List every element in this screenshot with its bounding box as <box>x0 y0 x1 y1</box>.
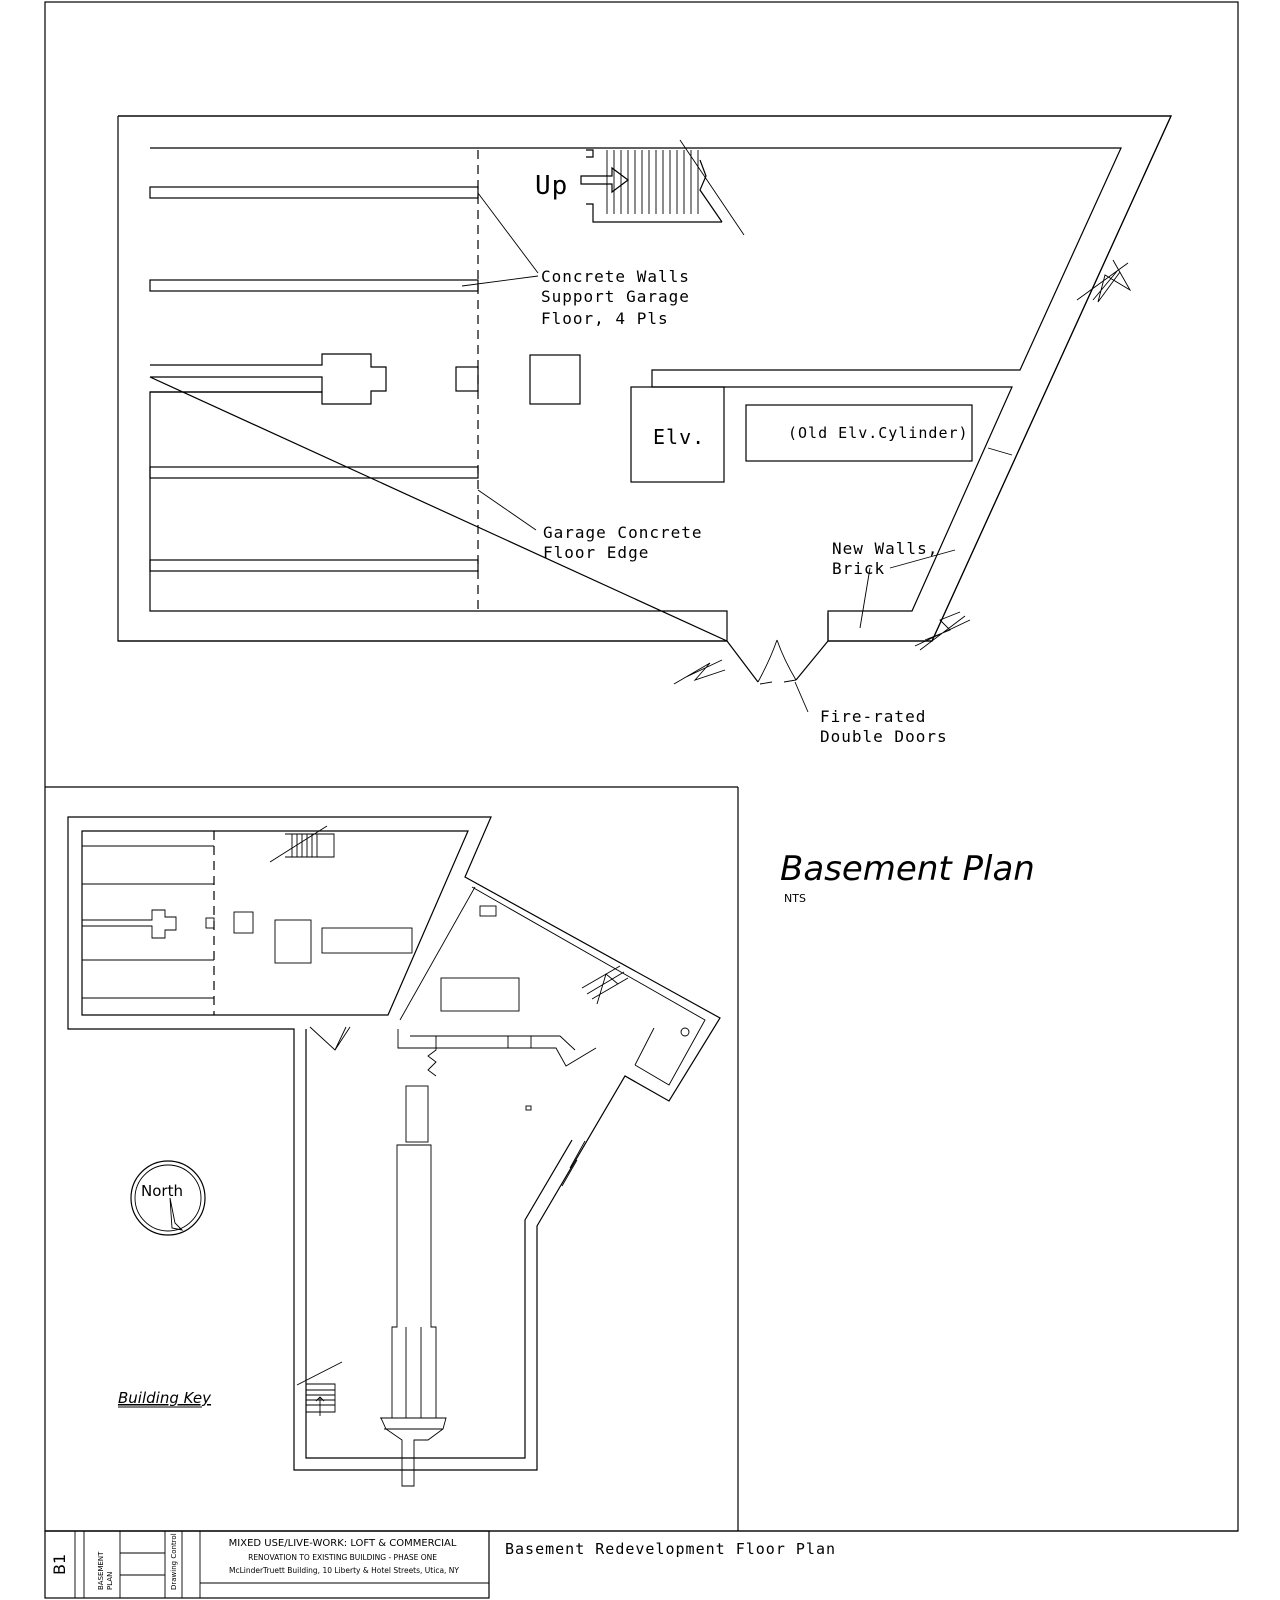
sheet-number: B1 <box>50 1554 69 1575</box>
up-label: Up <box>535 171 568 201</box>
outer-wall <box>118 115 1172 642</box>
sheet-title: Basement Plan <box>780 849 1035 889</box>
concrete-walls-label: Concrete Walls Support Garage Floor, 4 P… <box>541 267 701 328</box>
sheet-name: BASEMENT PLAN <box>97 1549 114 1590</box>
drawing-control-label: Drawing Control <box>170 1533 178 1590</box>
fire-rated-double-doors <box>726 639 829 685</box>
north-label: North <box>141 1182 183 1200</box>
sheet-scale: NTS <box>784 892 806 905</box>
garage-edge-label: Garage Concrete Floor Edge <box>543 523 713 562</box>
drawing-description: Basement Redevelopment Floor Plan <box>505 1540 836 1558</box>
project-info: MIXED USE/LIVE-WORK: LOFT & COMMERCIAL R… <box>229 1538 460 1575</box>
elevator-shaft <box>630 386 725 483</box>
building-key-label: Building Key <box>118 1389 212 1407</box>
new-walls-label: New Walls, Brick <box>832 539 949 578</box>
sheet-title-block: Basement Plan NTS <box>780 849 1035 905</box>
stair-up <box>580 139 745 236</box>
north-arrow: North <box>130 1160 206 1236</box>
basement-floor-plan: Up Concrete Walls Support Garage Floor, … <box>117 115 1172 746</box>
leader-lines <box>461 192 956 713</box>
elevator-label: Elv. <box>653 425 705 449</box>
title-block: B1 BASEMENT PLAN Drawing Control MIXED U… <box>44 1530 1238 1599</box>
fire-doors-label: Fire-rated Double Doors <box>820 707 948 746</box>
building-key-plan: North Building Key <box>67 816 721 1487</box>
concrete-walls <box>149 186 479 572</box>
sheet-border <box>44 1 1239 1532</box>
column-piers <box>150 353 581 405</box>
old-elevator-cylinder <box>745 404 973 462</box>
old-elevator-label: (Old Elv.Cylinder) <box>788 424 969 442</box>
